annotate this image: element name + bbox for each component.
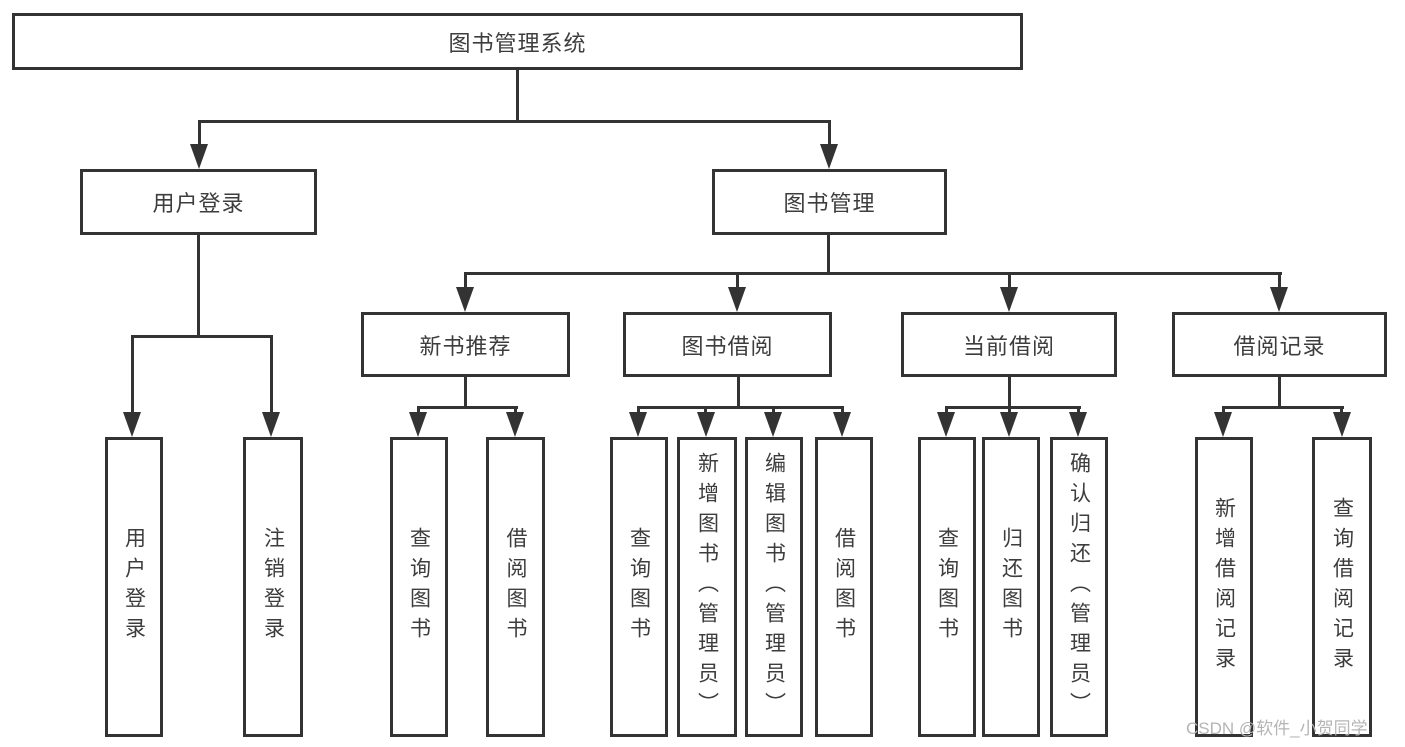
connector-line <box>737 377 740 406</box>
connector-line <box>1340 406 1343 414</box>
arrowhead-down-icon <box>629 412 647 437</box>
node-book-borrowing: 图书借阅 <box>623 312 832 377</box>
csdn-watermark: CSDN @软件_小贺同学 <box>1186 719 1368 738</box>
node-label: 确认归还（管理员） <box>1067 452 1091 722</box>
connector-line <box>464 272 1282 275</box>
connector-line <box>637 406 844 409</box>
node-label: 注销登录 <box>261 527 285 647</box>
node-root-library-system: 图书管理系统 <box>12 13 1023 70</box>
node-current-borrowing: 当前借阅 <box>901 312 1117 377</box>
arrowhead-down-icon <box>1000 412 1018 437</box>
arrowhead-down-icon <box>190 144 208 169</box>
node-label: 借阅图书 <box>832 527 856 647</box>
arrowhead-down-icon <box>1069 412 1087 437</box>
connector-line <box>772 406 775 414</box>
connector-line <box>417 406 518 409</box>
connector-line <box>1278 377 1281 406</box>
leaf-return-books: 归还图书 <box>982 437 1040 737</box>
connector-line <box>736 272 739 288</box>
connector-line <box>841 406 844 414</box>
connector-line <box>1008 406 1011 414</box>
node-new-book-recommend: 新书推荐 <box>361 312 570 377</box>
arrowhead-down-icon <box>697 412 715 437</box>
connector-line <box>516 70 519 120</box>
node-label: 当前借阅 <box>962 333 1055 359</box>
connector-line <box>1077 406 1080 414</box>
node-label: 归还图书 <box>999 527 1023 647</box>
connector-line <box>828 120 831 146</box>
leaf-borrow-books-recommend: 借阅图书 <box>486 437 545 737</box>
leaf-logout: 注销登录 <box>243 437 303 737</box>
connector-line <box>464 272 467 288</box>
leaf-query-books-current: 查询图书 <box>918 437 976 737</box>
leaf-query-borrow-record: 查询借阅记录 <box>1312 437 1372 737</box>
node-label: 查询图书 <box>627 527 651 647</box>
arrowhead-down-icon <box>937 412 955 437</box>
arrowhead-down-icon <box>1270 287 1288 312</box>
leaf-query-books-borrowing: 查询图书 <box>610 437 668 737</box>
arrowhead-down-icon <box>820 144 838 169</box>
node-label: 查询借阅记录 <box>1330 497 1354 677</box>
leaf-confirm-return-admin: 确认归还（管理员） <box>1050 437 1108 737</box>
connector-line <box>270 335 273 413</box>
node-label: 图书管理 <box>783 191 876 216</box>
connector-line <box>464 377 467 406</box>
node-label: 查询图书 <box>407 527 431 647</box>
arrowhead-down-icon <box>1214 412 1232 437</box>
arrowhead-down-icon <box>456 287 474 312</box>
node-label: 编辑图书（管理员） <box>762 452 786 722</box>
connector-line <box>1278 272 1281 288</box>
node-borrow-records: 借阅记录 <box>1172 312 1387 377</box>
connector-line <box>945 406 1081 409</box>
leaf-edit-books-admin: 编辑图书（管理员） <box>745 437 803 737</box>
arrowhead-down-icon <box>506 412 524 437</box>
node-label: 图书管理系统 <box>448 30 587 56</box>
node-label: 借阅图书 <box>504 527 527 647</box>
connector-line <box>131 335 273 338</box>
node-book-management: 图书管理 <box>712 169 947 235</box>
leaf-borrow-books: 借阅图书 <box>815 437 873 737</box>
connector-line <box>827 235 830 272</box>
arrowhead-down-icon <box>1333 412 1351 437</box>
connector-line <box>131 335 134 413</box>
node-label: 新书推荐 <box>419 333 512 359</box>
node-user-login: 用户登录 <box>80 169 317 235</box>
arrowhead-down-icon <box>833 412 851 437</box>
node-label: 借阅记录 <box>1233 333 1326 359</box>
node-label: 用户登录 <box>122 527 146 647</box>
connector-line <box>197 234 200 335</box>
arrowhead-down-icon <box>728 287 746 312</box>
leaf-add-borrow-record: 新增借阅记录 <box>1195 437 1253 737</box>
arrowhead-down-icon <box>409 412 427 437</box>
leaf-query-books-recommend: 查询图书 <box>390 437 448 737</box>
connector-line <box>514 406 517 414</box>
arrowhead-down-icon <box>123 412 141 437</box>
connector-line <box>1008 272 1011 288</box>
leaf-add-books-admin: 新增图书（管理员） <box>677 437 737 737</box>
node-label: 新增借阅记录 <box>1212 497 1236 677</box>
leaf-user-login: 用户登录 <box>105 437 163 737</box>
node-label: 用户登录 <box>152 191 245 216</box>
connector-line <box>637 406 640 414</box>
connector-line <box>198 120 201 146</box>
connector-line <box>945 406 948 414</box>
arrowhead-down-icon <box>764 412 782 437</box>
arrowhead-down-icon <box>1000 287 1018 312</box>
connector-line <box>1222 406 1344 409</box>
connector-line <box>417 406 420 414</box>
node-label: 图书借阅 <box>681 333 774 359</box>
connector-line <box>1222 406 1225 414</box>
connector-line <box>198 120 831 123</box>
arrowhead-down-icon <box>262 412 280 437</box>
node-label: 新增图书（管理员） <box>695 452 719 722</box>
connector-line <box>1008 377 1011 406</box>
connector-line <box>704 406 707 414</box>
node-label: 查询图书 <box>935 527 959 647</box>
